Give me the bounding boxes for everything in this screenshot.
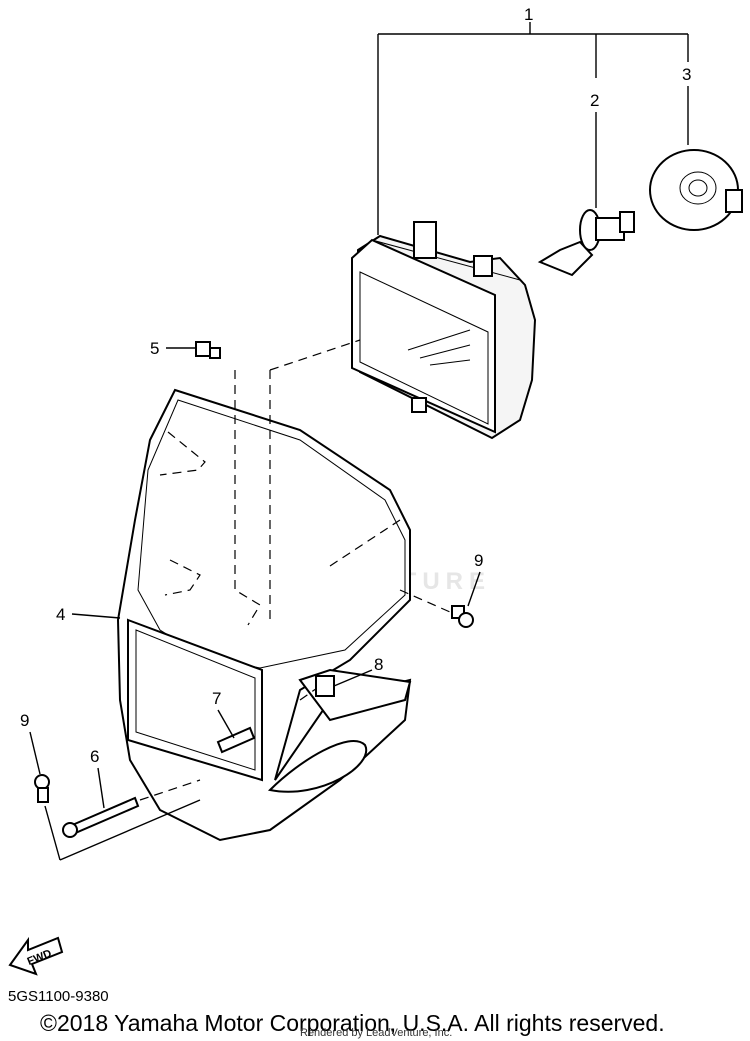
copyright-text: ©2018 Yamaha Motor Corporation, U.S.A. A… xyxy=(40,1010,665,1036)
callout-3: 3 xyxy=(682,65,691,84)
callout-9-right: 9 xyxy=(474,551,483,570)
callout-6: 6 xyxy=(90,747,99,766)
screw-9-left xyxy=(34,774,50,803)
bulb-socket xyxy=(649,149,743,231)
headlight-bulb xyxy=(537,209,635,277)
nut-8 xyxy=(315,675,335,697)
fwd-arrow-icon: FWD xyxy=(8,936,64,976)
bolt-5 xyxy=(195,341,221,359)
bolt-6 xyxy=(62,796,140,838)
callout-9-left: 9 xyxy=(20,711,29,730)
callout-8: 8 xyxy=(374,655,383,674)
callout-4: 4 xyxy=(56,605,65,624)
callout-5: 5 xyxy=(150,339,159,358)
headlight-cowl xyxy=(116,388,412,842)
callout-1-bracket xyxy=(377,22,689,235)
screw-9-right xyxy=(451,605,474,628)
callout-2: 2 xyxy=(590,91,599,110)
callout-7: 7 xyxy=(212,689,221,708)
part-code: 5GS1100-9380 xyxy=(8,988,109,1005)
callout-1: 1 xyxy=(524,5,533,24)
spring-7 xyxy=(216,726,256,754)
rendered-by-text: Rendered by LeadVenture, Inc. xyxy=(300,1027,453,1039)
headlight-unit xyxy=(351,221,537,440)
